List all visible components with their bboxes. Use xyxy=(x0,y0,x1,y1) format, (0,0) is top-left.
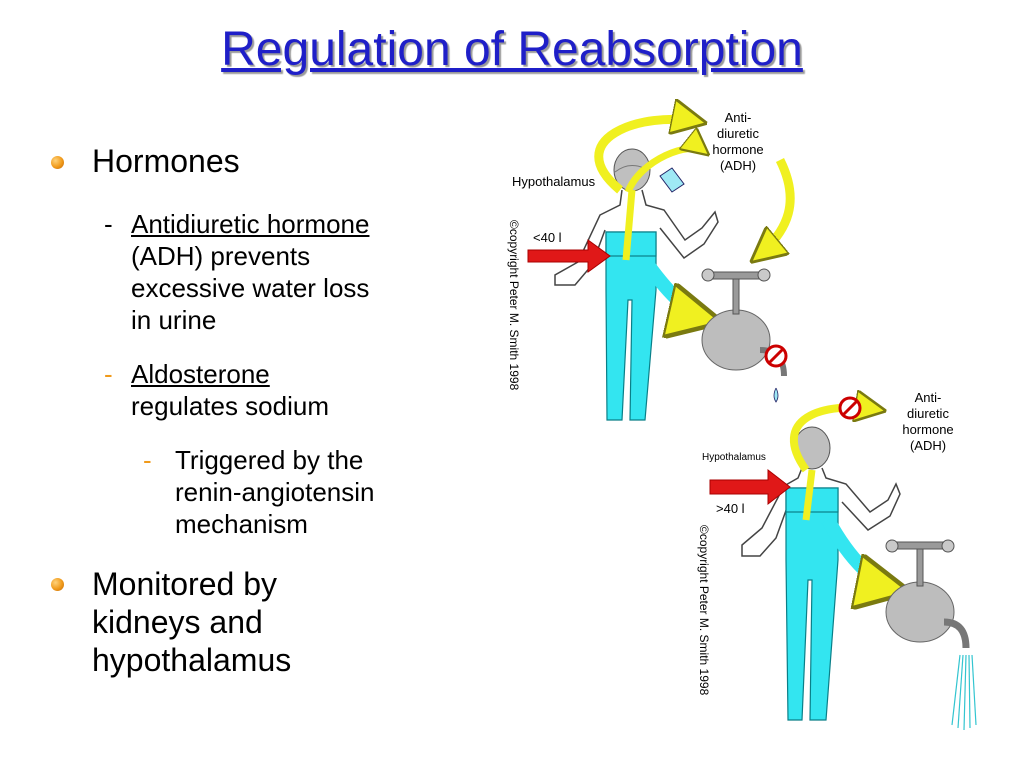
renin-line: mechanism xyxy=(175,509,308,539)
intake-label: >40 l xyxy=(716,501,745,516)
hypothalamus-label: Hypothalamus xyxy=(512,174,596,189)
kidney-icon xyxy=(701,309,771,371)
svg-text:hormone: hormone xyxy=(712,142,763,157)
adh-arrow xyxy=(594,119,700,194)
svg-text:diuretic: diuretic xyxy=(717,126,759,141)
svg-text:Anti-: Anti- xyxy=(725,110,752,125)
adh-arrow xyxy=(622,189,636,261)
renin-line: Triggered by the xyxy=(175,445,364,475)
figure-body xyxy=(605,231,657,421)
page-title: Regulation of Reabsorption xyxy=(221,23,803,76)
kidney-icon xyxy=(885,581,955,643)
aldosterone-line: regulates sodium xyxy=(131,391,329,421)
bullet-dot-icon xyxy=(51,156,64,169)
copyright-text: ©copyright Peter M. Smith 1998 xyxy=(697,525,711,696)
figure-arm-right xyxy=(641,189,719,260)
adh-arrow xyxy=(624,148,705,194)
copyright-text: ©copyright Peter M. Smith 1998 xyxy=(507,220,521,391)
adh-line: excessive water loss xyxy=(131,273,370,303)
dash: - xyxy=(143,445,152,475)
bullet-list: Hormones - Antidiuretic hormone (ADH) pr… xyxy=(0,0,470,768)
figure-arm-left xyxy=(554,189,623,286)
bullet-text: Hormones xyxy=(92,143,240,179)
glass-icon xyxy=(659,167,685,193)
aldosterone-term: Aldosterone xyxy=(131,359,270,389)
renin-line: renin-angiotensin xyxy=(175,477,375,507)
figure-arm-right xyxy=(821,467,901,531)
dash: - xyxy=(104,359,113,389)
intake-arrow xyxy=(709,468,791,506)
intake-arrow xyxy=(527,239,611,273)
adh-line: (ADH) prevents xyxy=(131,241,311,271)
diagram-top: Hypothalamus Anti- diuretic hormone (ADH… xyxy=(507,110,795,421)
adh-label: Anti- diuretic hormone (ADH) xyxy=(902,390,953,453)
svg-text:(ADH): (ADH) xyxy=(910,438,946,453)
svg-text:diuretic: diuretic xyxy=(907,406,949,421)
adh-term: Antidiuretic hormone xyxy=(131,209,370,239)
adh-line: in urine xyxy=(131,305,217,335)
diagram-bottom: Hypothalamus Anti- diuretic hormone (ADH… xyxy=(697,390,977,731)
drop-icon xyxy=(773,387,779,403)
adh-label: Anti- diuretic hormone (ADH) xyxy=(712,110,763,173)
bullet-text: kidneys and xyxy=(92,604,263,640)
adh-arrow xyxy=(802,469,816,521)
intake-label: <40 l xyxy=(533,230,562,245)
hypothalamus-label: Hypothalamus xyxy=(702,452,766,463)
bullet-text: Monitored by xyxy=(92,566,277,602)
bullet-dot-icon xyxy=(51,578,64,591)
water-flow-arrow xyxy=(821,516,900,590)
svg-text:(ADH): (ADH) xyxy=(720,158,756,173)
water-flow-arrow xyxy=(642,260,712,320)
adh-arrow xyxy=(756,157,795,258)
bullet-text: hypothalamus xyxy=(92,642,292,678)
dash: - xyxy=(104,209,113,239)
svg-text:Anti-: Anti- xyxy=(915,390,942,405)
water-stream-icon xyxy=(951,654,977,731)
svg-text:hormone: hormone xyxy=(902,422,953,437)
